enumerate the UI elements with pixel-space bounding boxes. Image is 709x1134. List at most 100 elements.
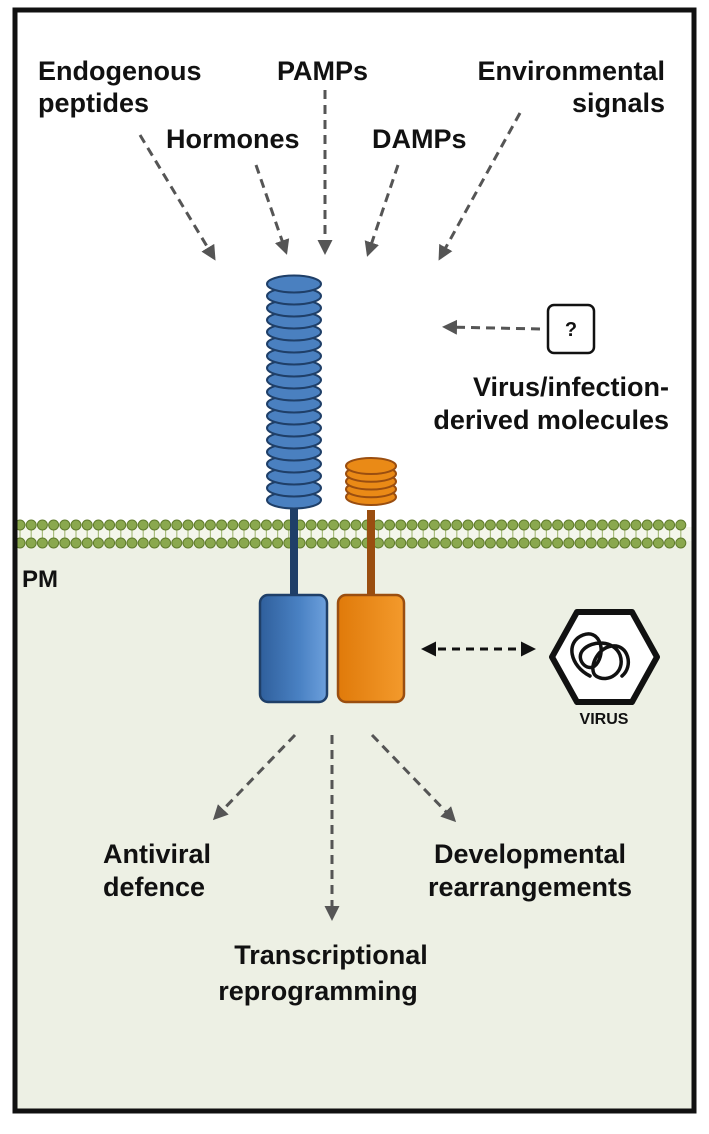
label-environmental-signals-1: Environmental [477, 56, 665, 86]
label-endogenous-peptides-2: peptides [38, 88, 149, 118]
lipid-head-outer [48, 519, 60, 531]
label-developmental-rearrangements-1: Developmental [434, 839, 626, 869]
lipid-head-inner [641, 537, 653, 549]
lipid-head-inner [496, 537, 508, 549]
label-developmental-rearrangements-2: rearrangements [428, 872, 632, 902]
lipid-head-outer [664, 519, 676, 531]
outcome-arrows [212, 733, 457, 921]
unknown-molecule-box [546, 303, 596, 355]
lipid-head-outer [540, 519, 552, 531]
lipid-head-outer [36, 519, 48, 531]
lipid-head-outer [529, 519, 541, 531]
label-environmental-signals-2: signals [572, 88, 665, 118]
lipid-head-inner [70, 537, 82, 549]
lipid-head-inner [529, 537, 541, 549]
lipid-head-outer [70, 519, 82, 531]
lipid-head-inner [36, 537, 48, 549]
label-endogenous-peptides-1: Endogenous [38, 56, 202, 86]
lipid-head-inner [585, 537, 597, 549]
lipid-head-outer [193, 519, 205, 531]
lipid-head-outer [171, 519, 183, 531]
arrow-virus-molecules [442, 319, 541, 335]
lipid-head-outer [619, 519, 631, 531]
lipid-head-outer [339, 519, 351, 531]
lipid-head-outer [518, 519, 530, 531]
lipid-head-inner [395, 537, 407, 549]
lipid-head-inner [48, 537, 60, 549]
lipid-head-inner [238, 537, 250, 549]
lipid-head-inner [92, 537, 104, 549]
lipid-head-outer [92, 519, 104, 531]
lipid-head-inner [171, 537, 183, 549]
plasma-membrane [14, 515, 694, 555]
lipid-head-inner [675, 537, 687, 549]
label-damps: DAMPs [372, 124, 467, 154]
lipid-head-inner [540, 537, 552, 549]
lipid-head-inner [227, 537, 239, 549]
figure-frame [12, 7, 697, 1114]
lipid-head-inner [451, 537, 463, 549]
lipid-head-inner [518, 537, 530, 549]
virus-particle [549, 609, 660, 705]
arrow-environmental-signals [438, 112, 522, 261]
lipid-head-outer [652, 519, 664, 531]
lipid-head-outer [182, 519, 194, 531]
arrow-damps [364, 164, 400, 257]
lipid-head-inner [81, 537, 93, 549]
lipid-head-outer [305, 519, 317, 531]
lipid-head-inner [193, 537, 205, 549]
lipid-head-inner [417, 537, 429, 549]
label-virus-molecules-1: Virus/infection- [473, 372, 669, 402]
lipid-head-outer [328, 519, 340, 531]
lipid-head-inner [428, 537, 440, 549]
arrow-hormones [254, 164, 290, 255]
lipid-head-inner [182, 537, 194, 549]
lipid-head-outer [148, 519, 160, 531]
lipid-head-inner [148, 537, 160, 549]
lipid-head-outer [160, 519, 172, 531]
signal-arrows [138, 90, 541, 335]
lipid-head-outer [350, 519, 362, 531]
lipid-head-inner [440, 537, 452, 549]
lipid-head-inner [406, 537, 418, 549]
lipid-head-inner [507, 537, 519, 549]
lipid-head-inner [160, 537, 172, 549]
lipid-head-inner [25, 537, 37, 549]
lipid-head-inner [204, 537, 216, 549]
lipid-head-outer [440, 519, 452, 531]
lipid-head-outer [204, 519, 216, 531]
blue-stalk-over-membrane [290, 515, 298, 555]
arrow-endogenous-peptides [138, 134, 216, 261]
lipid-head-inner [473, 537, 485, 549]
virus-capsid [549, 609, 660, 705]
lipid-head-inner [59, 537, 71, 549]
lipid-head-inner [574, 537, 586, 549]
lipid-head-outer [137, 519, 149, 531]
lipid-head-inner [339, 537, 351, 549]
blue-lrr-disc [266, 274, 322, 294]
orange-stalk-over-membrane [367, 515, 375, 555]
lipid-head-inner [115, 537, 127, 549]
blue-receptor-kinase-domain [258, 593, 329, 704]
lipid-head-inner [384, 537, 396, 549]
lipid-head-inner [630, 537, 642, 549]
lipid-head-outer [675, 519, 687, 531]
lipid-head-inner [104, 537, 116, 549]
lipid-head-outer [630, 519, 642, 531]
label-antiviral-defence-2: defence [103, 872, 205, 902]
lipid-head-outer [115, 519, 127, 531]
label-hormones: Hormones [166, 124, 300, 154]
lipid-head-inner [126, 537, 138, 549]
lipid-head-inner [260, 537, 272, 549]
label-transcriptional-reprogramming-1: Transcriptional [234, 940, 428, 970]
lipid-head-inner [608, 537, 620, 549]
lipid-head-inner [216, 537, 228, 549]
lipid-head-outer [451, 519, 463, 531]
lipid-head-outer [496, 519, 508, 531]
lipid-head-outer [25, 519, 37, 531]
lipid-head-inner [664, 537, 676, 549]
label-virus: VIRUS [580, 711, 629, 728]
lipid-head-outer [585, 519, 597, 531]
lipid-head-inner [316, 537, 328, 549]
